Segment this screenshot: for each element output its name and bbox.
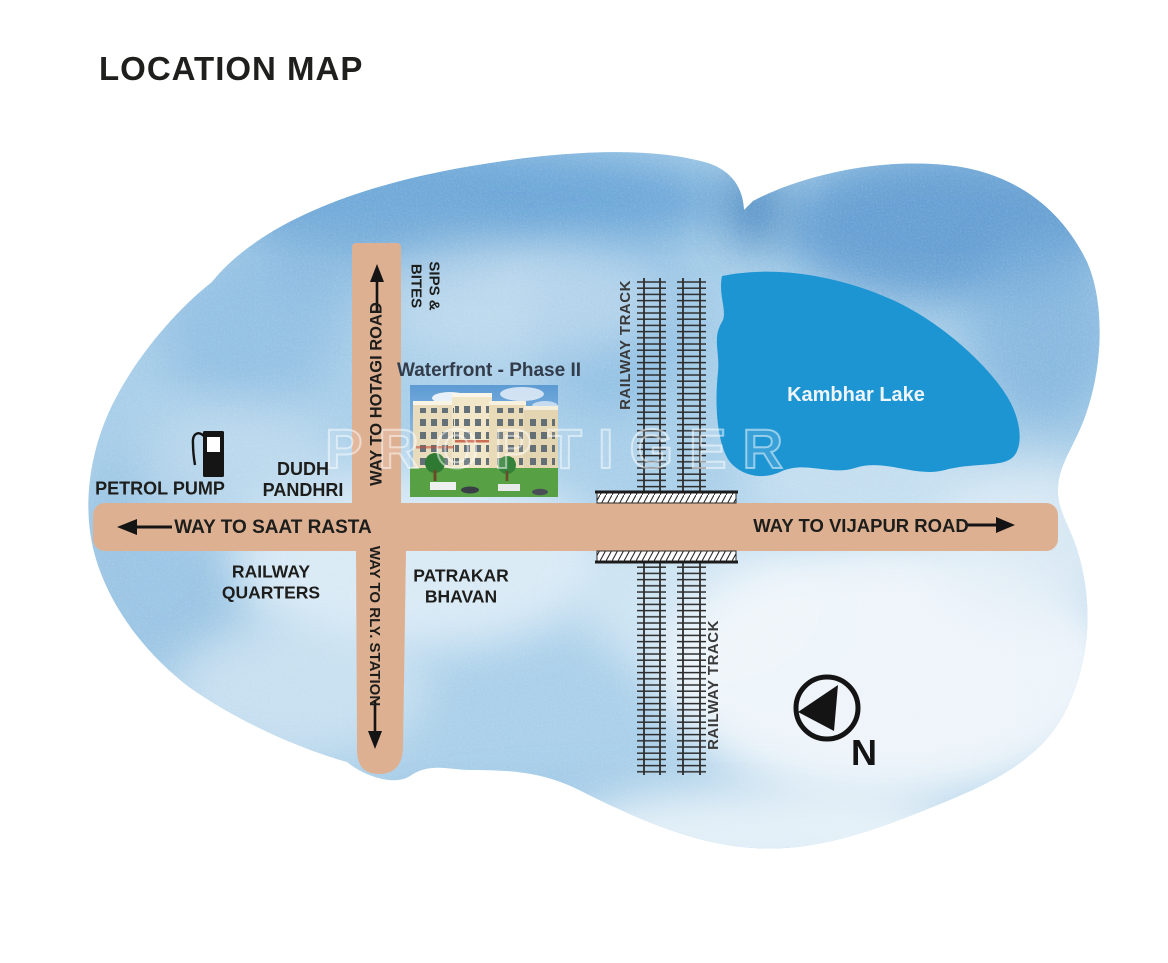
lake-shape <box>716 271 1020 477</box>
level-crossing-upper <box>595 490 738 504</box>
petrol-pump-icon <box>191 431 224 477</box>
project-photo <box>410 385 558 497</box>
road-rly-station <box>356 551 406 774</box>
railway-track-label-lower: RAILWAY TRACK <box>705 620 723 750</box>
road-label-saat-rasta: WAY TO SAAT RASTA <box>174 516 372 538</box>
place-label-petrol-pump: PETROL PUMP <box>95 478 225 499</box>
road-label-hotagi: WAY TO HOTAGI ROAD <box>367 302 386 486</box>
arrow-left-icon <box>117 519 172 535</box>
railway-track-right <box>677 278 706 775</box>
arrow-up-icon <box>370 264 384 312</box>
place-label-patrakar-bhavan: PATRAKAR BHAVAN <box>413 565 509 606</box>
place-label-sips-bites: SIPS & BITES <box>408 261 443 311</box>
compass-north-label: N <box>851 731 877 773</box>
place-label-railway-quarters: RAILWAY QUARTERS <box>221 561 321 602</box>
watermark-text: PROPTIGER <box>325 417 799 480</box>
railway-track-left <box>637 278 666 775</box>
road-label-rly-station: WAY TO RLY. STATION <box>365 545 383 707</box>
compass-icon <box>793 674 861 742</box>
road-label-vijapur: WAY TO VIJAPUR ROAD <box>753 515 969 537</box>
page-title: LOCATION MAP <box>99 50 364 87</box>
arrow-down-icon <box>368 700 382 749</box>
place-label-dudh-pandhri: DUDH PANDHRI <box>262 458 344 500</box>
road-saat-vijapur <box>93 503 1058 551</box>
project-label: Waterfront - Phase II <box>396 359 582 381</box>
railway-track-label-upper: RAILWAY TRACK <box>617 280 635 410</box>
road-hotagi <box>352 243 401 509</box>
lake-label: Kambhar Lake <box>787 384 925 407</box>
arrow-right-icon <box>967 517 1015 533</box>
level-crossing-lower <box>595 550 738 564</box>
